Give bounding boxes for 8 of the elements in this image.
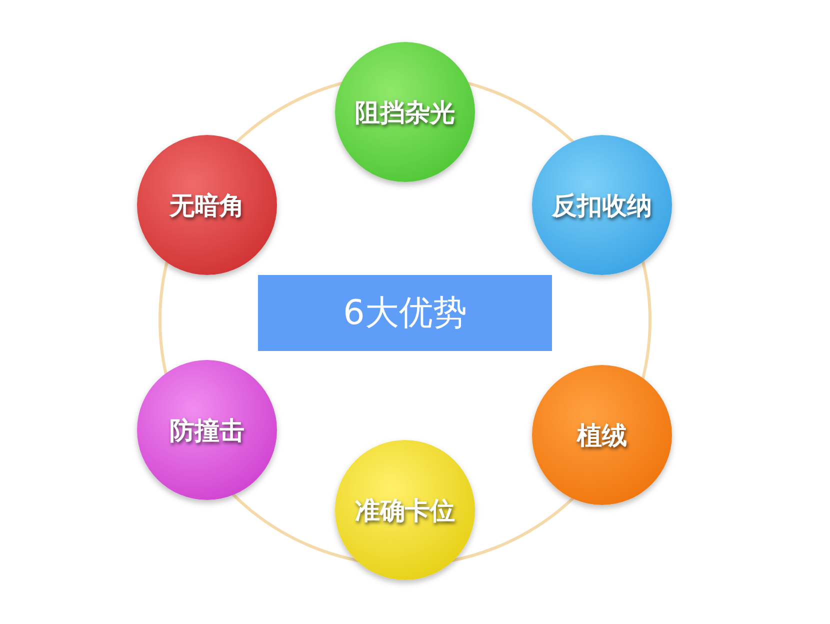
feature-label: 无暗角	[170, 190, 244, 222]
feature-label: 阻挡杂光	[355, 96, 455, 128]
feature-label: 防撞击	[170, 414, 244, 446]
feature-label: 反扣收纳	[552, 190, 652, 222]
title-banner	[258, 275, 552, 351]
title-text: 6大优势	[343, 292, 467, 335]
feature-label: 准确卡位	[355, 494, 455, 526]
feature-label: 植绒	[577, 420, 627, 452]
